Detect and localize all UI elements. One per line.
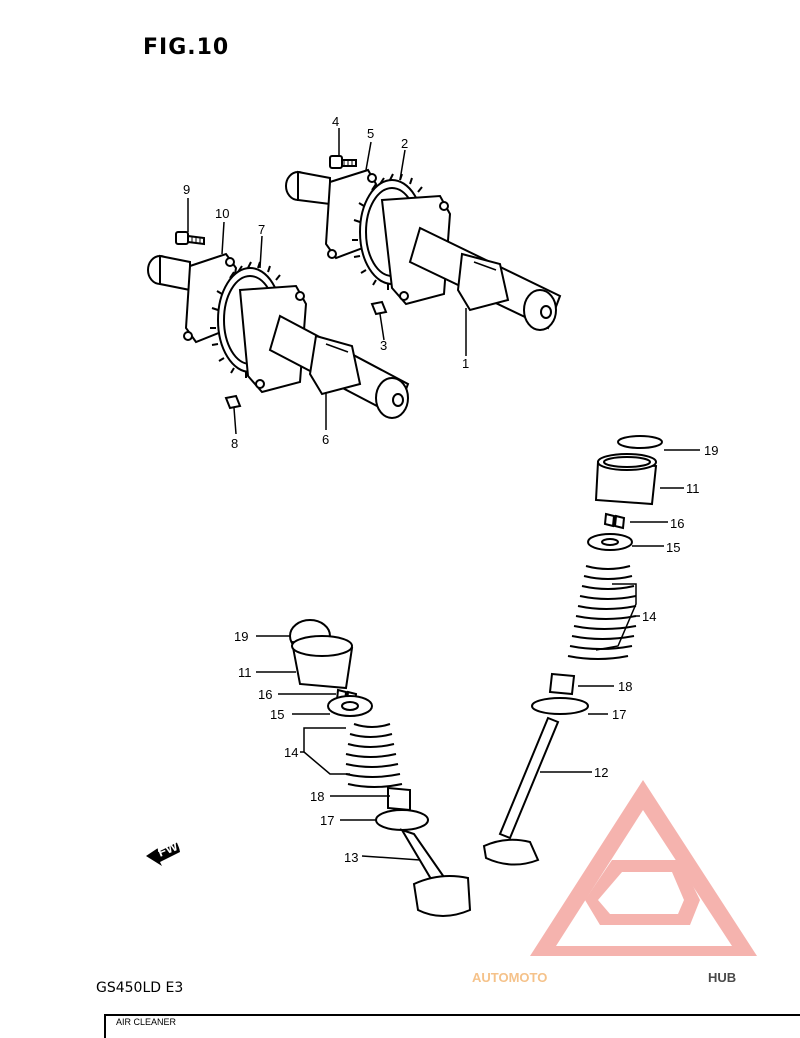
callout-19-left: 19 <box>234 629 248 644</box>
callout-1: 1 <box>462 356 469 371</box>
callout-14-right: 14 <box>642 609 656 624</box>
callout-10: 10 <box>215 206 229 221</box>
footer-section-label: AIR CLEANER <box>116 1017 177 1027</box>
forward-arrow-icon: FWD <box>146 835 189 866</box>
callout-5: 5 <box>367 126 374 141</box>
callout-6: 6 <box>322 432 329 447</box>
callout-17-right: 17 <box>612 707 626 722</box>
camshaft-upper <box>285 168 562 331</box>
model-code: GS450LD E3 <box>96 980 184 996</box>
callout-labels: 1 2 3 4 5 6 7 8 9 10 11 11 12 13 14 14 1… <box>183 114 718 865</box>
watermark-text: AUTOMOTO HUB <box>472 970 736 985</box>
watermark-logo <box>530 780 757 956</box>
bolt-4 <box>329 155 357 169</box>
valve-assembly-right <box>482 435 663 866</box>
dowel-pin-8 <box>224 394 242 410</box>
callout-16-left: 16 <box>258 687 272 702</box>
callout-8: 8 <box>231 436 238 451</box>
callout-3: 3 <box>380 338 387 353</box>
leader-lines <box>187 128 700 861</box>
valve-assembly-left <box>289 619 472 917</box>
callout-9: 9 <box>183 182 190 197</box>
camshaft-lower <box>147 252 410 419</box>
footer-section-tab: AIR CLEANER <box>104 1014 800 1038</box>
forward-arrow-label: FWD <box>156 835 189 860</box>
callout-16-right: 16 <box>670 516 684 531</box>
callout-15-left: 15 <box>270 707 284 722</box>
callout-18-left: 18 <box>310 789 324 804</box>
callout-7: 7 <box>258 222 265 237</box>
callout-14-left: 14 <box>284 745 298 760</box>
callout-4: 4 <box>332 114 339 129</box>
svg-text:HUB: HUB <box>708 970 736 985</box>
callout-17-left: 17 <box>320 813 334 828</box>
figure-title: FIG.10 <box>143 35 230 60</box>
svg-text:AUTOMOTO: AUTOMOTO <box>472 970 547 985</box>
callout-11-left: 11 <box>238 665 252 680</box>
callout-18-right: 18 <box>618 679 632 694</box>
callout-11-right: 11 <box>686 481 700 496</box>
callout-2: 2 <box>401 136 408 151</box>
callout-15-right: 15 <box>666 540 680 555</box>
bolt-9 <box>175 231 205 246</box>
callout-12: 12 <box>594 765 608 780</box>
callout-13: 13 <box>344 850 358 865</box>
dowel-pin-3 <box>370 300 388 316</box>
callout-19-right: 19 <box>704 443 718 458</box>
